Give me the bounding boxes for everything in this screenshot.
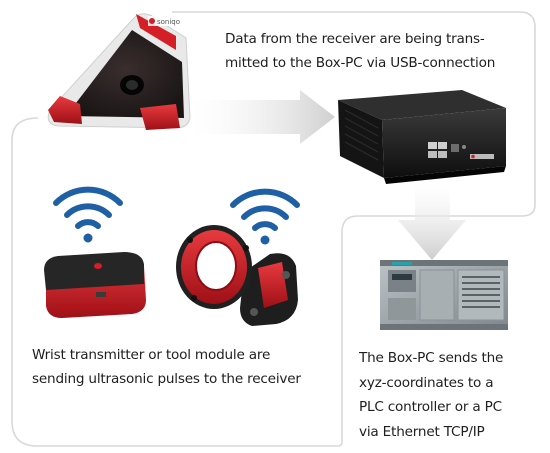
panel-outline: [11, 11, 536, 447]
caption-receiver-to-boxpc: Data from the receiver are being trans- …: [225, 27, 495, 75]
caption-line: mitted to the Box-PC via USB-connection: [225, 55, 496, 71]
wrist-transmitter: [44, 252, 146, 318]
caption-line: Data from the receiver are being trans-: [225, 31, 485, 47]
caption-line: Wrist transmitter or tool module are: [32, 347, 271, 363]
caption-boxpc-to-plc: The Box-PC sends the xyz-coordinates to …: [359, 346, 503, 444]
receiver-brand-label: soniqo: [157, 18, 180, 26]
arrow-down: [398, 182, 466, 260]
wifi-icon: [53, 186, 123, 243]
wifi-icon: [230, 188, 300, 245]
receiver-device: soniqo: [47, 13, 191, 130]
caption-line: sending ultrasonic pulses to the receive…: [32, 371, 301, 387]
box-pc: [338, 90, 506, 184]
caption-line: xyz-coordinates to a: [359, 374, 494, 391]
caption-line: The Box-PC sends the: [359, 350, 504, 366]
arrow-right: [190, 90, 335, 144]
caption-line: PLC controller or a PC: [359, 399, 502, 415]
caption-transmitter: Wrist transmitter or tool module are sen…: [32, 343, 301, 391]
plc-controller: [380, 260, 508, 330]
caption-line: via Ethernet TCP/IP: [359, 423, 485, 440]
tool-module: [176, 225, 298, 326]
